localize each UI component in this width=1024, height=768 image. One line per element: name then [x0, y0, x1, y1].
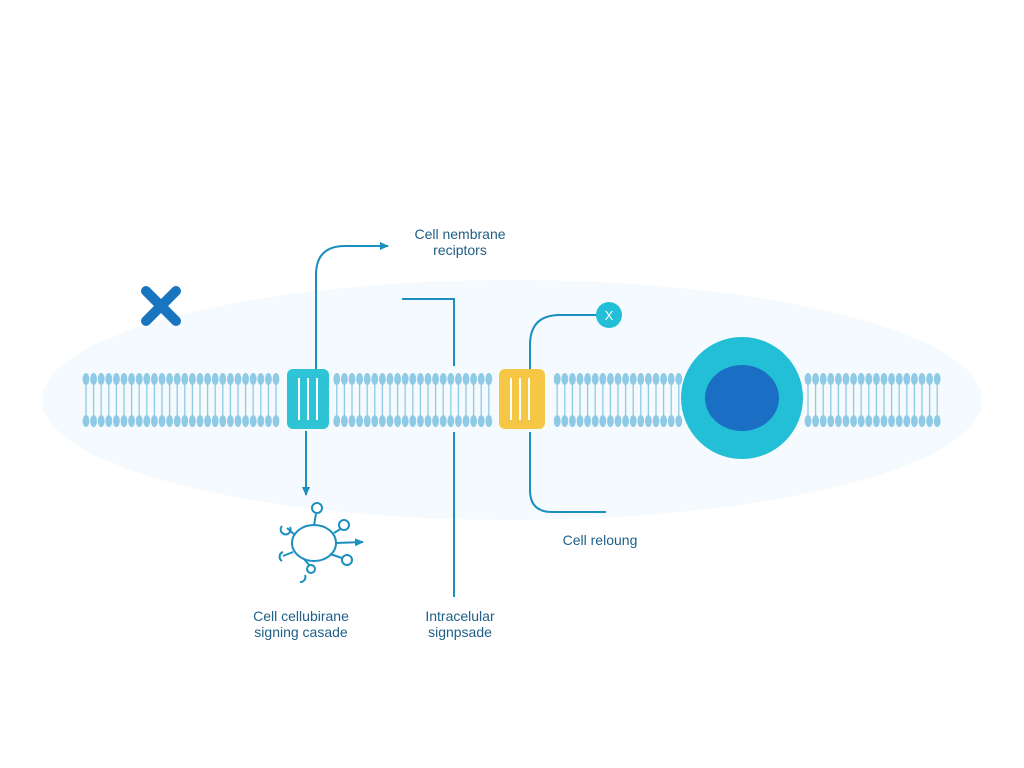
label-cell-relaying: Cell reloung — [540, 532, 660, 548]
label-line: Cell cellubirane — [253, 608, 349, 624]
label-signaling-cascade: Cell cellubirane signing casade — [226, 608, 376, 640]
signaling-molecule-icon — [278, 502, 364, 583]
label-line: Cell reloung — [562, 532, 638, 548]
yellow-top-connector — [529, 314, 597, 369]
yellow-bottom-connector — [529, 432, 606, 513]
nucleus — [681, 337, 803, 459]
label-line: signpsade — [428, 624, 492, 640]
label-line: Cell nembrane — [414, 226, 506, 242]
x-circle-marker: X — [596, 302, 622, 328]
label-intracellular: Intracelular signpsade — [400, 608, 520, 640]
lipid-bilayer — [82, 373, 941, 427]
label-line: signing casade — [254, 624, 348, 640]
receptor-connector-arrow — [315, 242, 389, 369]
teal-receptor — [287, 369, 329, 429]
svg-text:X: X — [605, 308, 614, 323]
x-mark-icon — [141, 286, 181, 326]
label-line: Intracelular — [425, 608, 495, 624]
label-line: reciptors — [433, 242, 487, 258]
intracellular-line — [402, 298, 455, 597]
yellow-receptor — [499, 369, 545, 429]
label-cell-membrane-receptors: Cell nembrane reciptors — [405, 226, 515, 258]
